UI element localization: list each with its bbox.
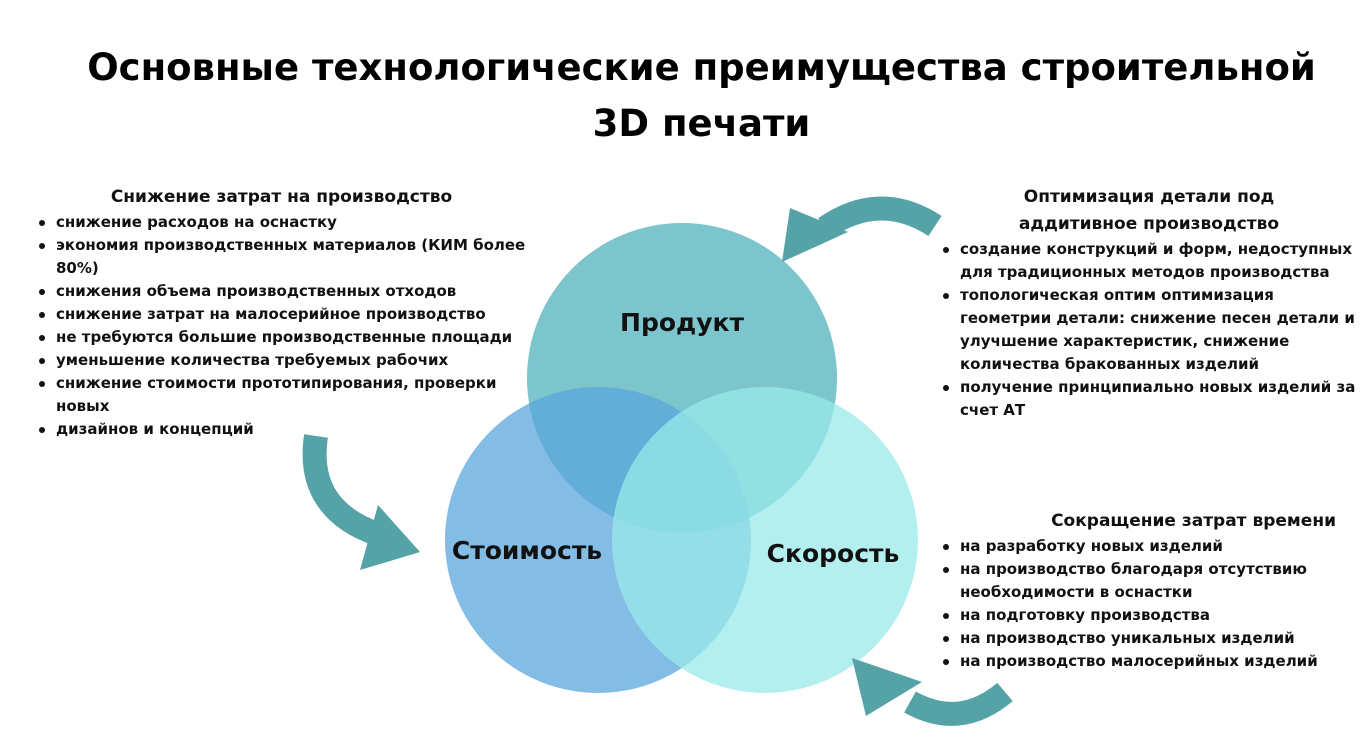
venn-label-cost: Стоимость: [452, 536, 602, 565]
list-item: снижение стоимости прототипирования, про…: [34, 372, 529, 418]
time-reduction-list: на разработку новых изделий на производс…: [938, 535, 1360, 673]
title-line-1: Основные технологические преимущества ст…: [87, 46, 1316, 89]
list-item: снижение затрат на малосерийное производ…: [34, 303, 529, 326]
title-line-2: 3D печати: [592, 102, 811, 145]
venn-label-speed: Скорость: [767, 539, 900, 568]
list-item: на производство благодаря отсутствию нео…: [938, 558, 1360, 604]
venn-circle-speed: [612, 387, 918, 693]
list-item: снижение расходов на оснастку: [34, 211, 529, 234]
optimization-heading: Оптимизация детали под аддитивное произв…: [938, 184, 1360, 238]
time-reduction-heading: Сокращение затрат времени: [1051, 511, 1336, 531]
cost-reduction-heading: Снижение затрат на производство: [110, 187, 453, 207]
list-item: экономия производственных материалов (КИ…: [34, 234, 529, 280]
venn-label-product: Продукт: [620, 308, 744, 337]
time-reduction-block: Сокращение затрат времени на разработку …: [938, 508, 1360, 673]
page-title: Основные технологические преимущества ст…: [40, 40, 1363, 152]
list-item: на производство малосерийных изделий: [938, 650, 1360, 673]
curved-arrow-bottom-right-icon: [852, 658, 1013, 726]
list-item: получение принципиально новых изделий за…: [938, 376, 1360, 422]
cost-reduction-block: Снижение затрат на производство снижение…: [34, 184, 529, 441]
list-item: снижения объема производственных отходов: [34, 280, 529, 303]
list-item: на разработку новых изделий: [938, 535, 1360, 558]
optimization-heading-line-2: аддитивное производство: [1018, 214, 1280, 234]
list-item: топологическая оптим оптимизация геометр…: [938, 284, 1360, 376]
curved-arrow-left-icon: [302, 434, 420, 570]
list-item: на подготовку производства: [938, 604, 1360, 627]
curved-arrow-top-right-icon: [782, 196, 942, 262]
list-item: создание конструкций и форм, недоступных…: [938, 238, 1360, 284]
list-item: уменьшение количества требуемых рабочих: [34, 349, 529, 372]
cost-reduction-list: снижение расходов на оснастку экономия п…: [34, 211, 529, 441]
list-item: на производство уникальных изделий: [938, 627, 1360, 650]
optimization-heading-line-1: Оптимизация детали под: [1023, 187, 1275, 207]
list-item: дизайнов и концепций: [34, 418, 529, 441]
list-item: не требуются большие производственные пл…: [34, 326, 529, 349]
optimization-list: создание конструкций и форм, недоступных…: [938, 238, 1360, 422]
optimization-block: Оптимизация детали под аддитивное произв…: [938, 184, 1360, 422]
